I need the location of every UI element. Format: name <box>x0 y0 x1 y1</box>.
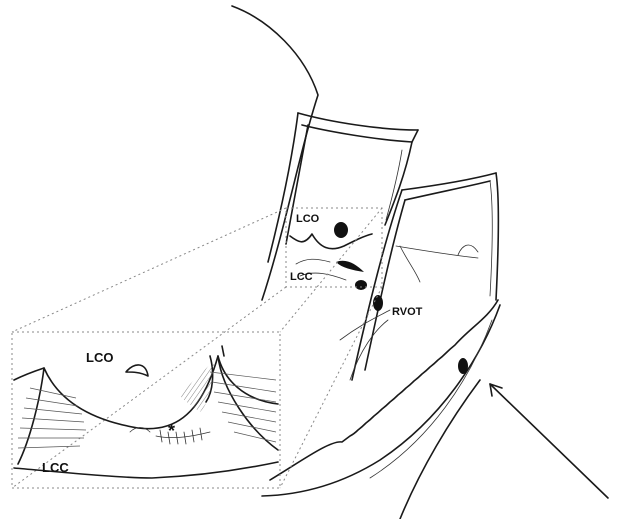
aortic-root <box>268 113 418 262</box>
incision-edge <box>270 300 498 480</box>
label-rvot: RVOT <box>392 306 423 318</box>
outer-contour <box>232 6 318 300</box>
label-lcc-small: LCC <box>290 271 313 283</box>
coronary-dot-lco <box>334 222 348 238</box>
coronary-dot-lcc <box>355 280 367 290</box>
rvot-tube <box>340 173 498 380</box>
probe <box>336 261 364 272</box>
rvot-dot <box>373 295 383 311</box>
approach-arrow <box>490 384 608 498</box>
label-lco-small: LCO <box>296 213 320 225</box>
label-lco-inset: LCO <box>86 350 113 365</box>
inset-valve <box>14 346 278 478</box>
incision-dot <box>458 358 468 374</box>
label-asterisk: * <box>168 421 175 441</box>
label-lcc-inset: LCC <box>42 460 69 475</box>
